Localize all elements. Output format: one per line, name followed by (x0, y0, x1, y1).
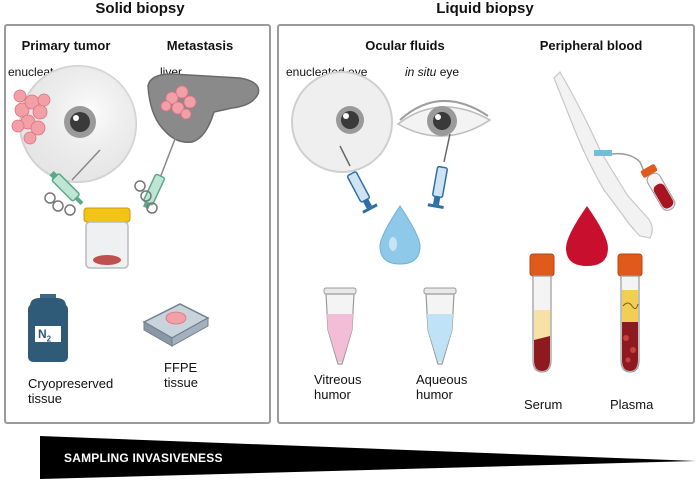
ffpe-line-1: FFPE (164, 360, 198, 375)
aqueous-humor-label: Aqueous humor (416, 372, 467, 402)
metastasis-heading: Metastasis (166, 38, 234, 53)
ocular-fluids-heading: Ocular fluids (365, 38, 445, 53)
n2-label: N2 (38, 327, 51, 343)
liquid-biopsy-title: Liquid biopsy (436, 0, 534, 17)
cryo-line-1: Cryopreserved (28, 376, 114, 391)
vitreous-line-2: humor (314, 387, 351, 402)
peripheral-blood-heading: Peripheral blood (539, 38, 643, 53)
aqueous-line-1: Aqueous (416, 372, 468, 387)
aqueous-line-2: humor (416, 387, 453, 402)
ffpe-line-2: tissue (164, 375, 198, 390)
eye-text: eye (436, 65, 460, 79)
cryo-line-2: tissue (28, 391, 62, 406)
primary-tumor-heading: Primary tumor (21, 38, 111, 53)
solid-biopsy-title: Solid biopsy (95, 0, 185, 17)
vitreous-humor-label: Vitreous humor (314, 372, 361, 402)
ffpe-label: FFPE tissue (164, 360, 198, 390)
invasiveness-label: SAMPLING INVASIVENESS (64, 451, 223, 465)
plasma-label: Plasma (610, 397, 654, 412)
in-situ-text: in situ (405, 65, 437, 79)
cryopreserved-label: Cryopreserved tissue (28, 376, 113, 406)
n2-symbol: N (38, 327, 47, 341)
vitreous-line-1: Vitreous (314, 372, 362, 387)
n2-subscript: 2 (46, 334, 52, 344)
in-situ-eye-label: in situ eye (405, 65, 459, 79)
serum-label: Serum (524, 397, 563, 412)
